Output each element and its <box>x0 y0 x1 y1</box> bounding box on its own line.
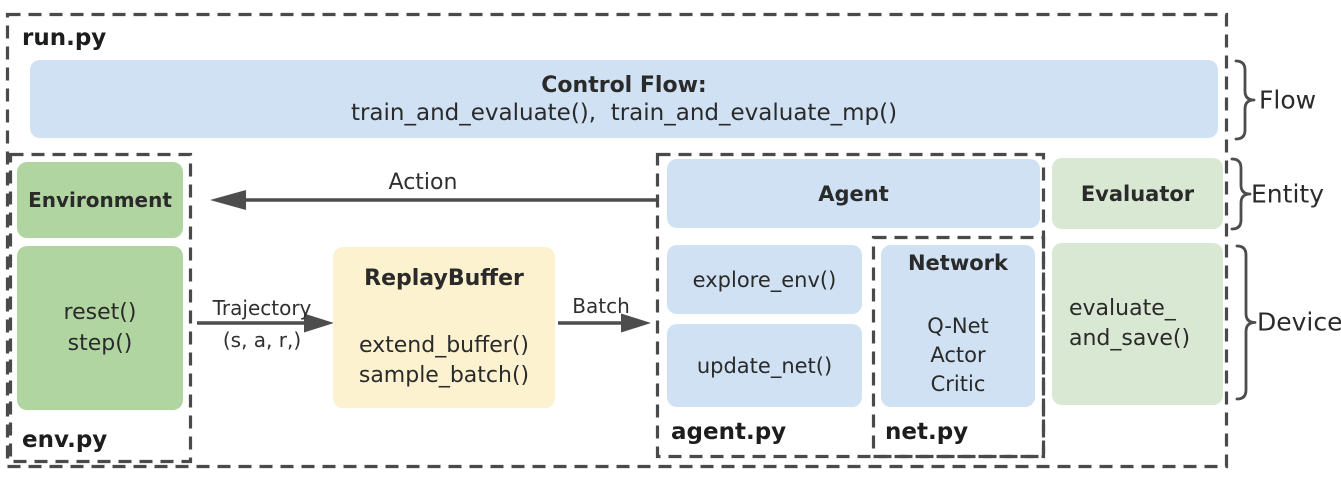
agent-method-explore-box: explore_env() <box>667 245 862 314</box>
flow-brace <box>1234 59 1256 141</box>
replay-buffer-title: ReplayBuffer <box>364 266 524 291</box>
network-title: Network <box>907 251 1008 275</box>
device-brace <box>1235 244 1257 401</box>
evaluator-method-line1: evaluate_ <box>1069 296 1176 321</box>
control-flow-title: Control Flow: <box>541 72 707 98</box>
action-arrow-label: Action <box>388 170 458 195</box>
trajectory-arrow-label: Trajectory <box>212 296 312 320</box>
net-module-border <box>871 235 1046 459</box>
env-method-reset: reset() <box>63 300 137 325</box>
control-flow-functions: train_and_evaluate(), train_and_evaluate… <box>350 99 898 126</box>
action-arrow <box>210 190 656 210</box>
run-module-border <box>5 12 1229 469</box>
flow-brace-label: Flow <box>1259 85 1317 115</box>
evaluator-method-box: evaluate_ and_save() <box>1052 243 1223 405</box>
network-box: Network Q-Net Actor Critic <box>881 245 1035 407</box>
batch-arrow-label: Batch <box>572 294 630 318</box>
network-qnet: Q-Net <box>927 314 989 338</box>
agent-module-label: agent.py <box>671 419 787 445</box>
env-method-step: step() <box>67 331 133 356</box>
entity-brace <box>1230 157 1252 231</box>
control-flow-box: Control Flow: train_and_evaluate(), trai… <box>30 60 1218 138</box>
entity-brace-label: Entity <box>1251 179 1324 209</box>
trajectory-tuple-label: (s, a, r,) <box>222 328 302 352</box>
agent-entity-box: Agent <box>667 159 1040 228</box>
evaluator-entity-box: Evaluator <box>1052 158 1223 229</box>
batch-arrow <box>558 313 651 333</box>
network-actor: Actor <box>930 343 986 367</box>
replay-method-extend: extend_buffer() <box>358 333 530 358</box>
network-critic: Critic <box>930 372 986 396</box>
replay-method-sample: sample_batch() <box>358 363 530 388</box>
environment-methods-box: reset() step() <box>17 246 183 410</box>
net-module-label: net.py <box>885 419 969 445</box>
env-module-label: env.py <box>22 427 108 453</box>
replay-buffer-box: ReplayBuffer extend_buffer() sample_batc… <box>333 247 555 408</box>
environment-entity-box: Environment <box>17 162 183 238</box>
agent-method-update-box: update_net() <box>667 324 862 407</box>
env-module-border <box>8 152 193 464</box>
evaluator-method-line2: and_save() <box>1069 326 1191 351</box>
run-module-label: run.py <box>22 25 107 51</box>
device-brace-label: Device <box>1257 307 1341 337</box>
trajectory-arrow <box>197 313 334 333</box>
